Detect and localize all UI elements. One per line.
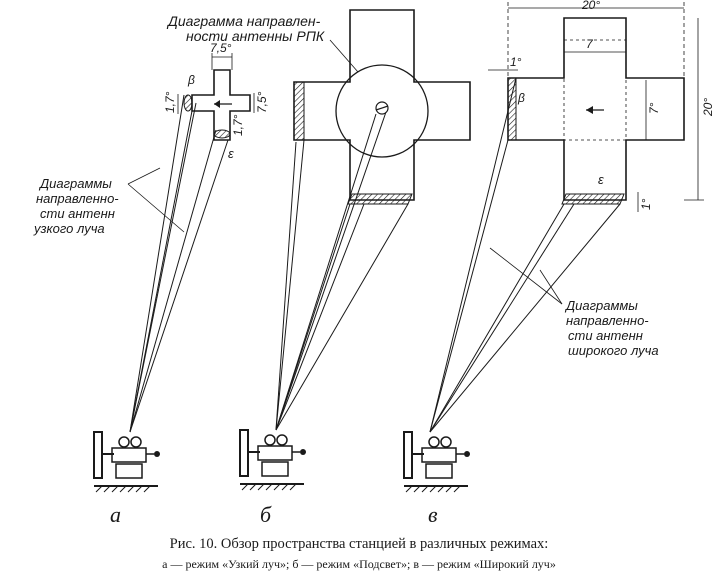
panel-label-a: а	[110, 502, 121, 527]
radar-station-v	[403, 431, 470, 493]
dim-right-height-v: 20°	[701, 98, 715, 117]
panel-label-v: в	[428, 502, 438, 527]
dim-top-width-v: 20°	[581, 0, 600, 12]
panel-a: 7,5° 7,5° 1,7° 1,7° β ε Диаграммы направ…	[33, 41, 269, 527]
dim-inner-height-v: 7°	[647, 102, 661, 114]
dim-bottom-gap-v: 1°	[639, 198, 653, 210]
beam-end-left-a	[183, 94, 193, 112]
narrow-beam-cross	[191, 69, 251, 141]
figure-caption-title: Рис. 10. Обзор пространства станцией в р…	[170, 536, 549, 552]
panel-label-b: б	[260, 502, 272, 527]
svg-text:направленно-: направленно-	[36, 191, 119, 206]
rpk-label: Диаграмма направлен- ности антенны РПК	[166, 13, 325, 44]
narrow-beam-label: Диаграммы направленно- сти антенн узкого…	[33, 176, 119, 236]
svg-text:направленно-: направленно-	[566, 313, 649, 328]
beam-end-left-v	[507, 77, 517, 141]
beams-b	[275, 111, 409, 431]
svg-text:Диаграмма направлен-: Диаграмма направлен-	[166, 13, 321, 29]
narrow-beams	[129, 94, 229, 433]
wide-beam-label: Диаграммы направленно- сти антенн широко…	[564, 298, 659, 358]
dim-inner-width-v: 7	[586, 37, 594, 51]
beta-a: β	[187, 73, 195, 87]
svg-text:сти антенн: сти антенн	[568, 328, 643, 343]
svg-text:сти антенн: сти антенн	[40, 206, 115, 221]
beam-end-bottom-a	[213, 129, 231, 139]
dim-left-gap-v: 1°	[510, 55, 522, 69]
panel-v: 20° 7 7° 20° 1° 1° β ε Диаграммы направл…	[403, 0, 715, 527]
svg-text:ности антенны РПК: ности антенны РПК	[186, 28, 325, 44]
rpk-pattern-circle	[335, 64, 429, 158]
wide-beams	[429, 77, 621, 433]
epsilon-a: ε	[228, 146, 234, 161]
dim-left-a: 1,7°	[163, 91, 177, 113]
figure-caption-legend: а — режим «Узкий луч»; б — режим «Подсве…	[162, 557, 556, 571]
dim-bottom-a: 1,7°	[231, 114, 245, 136]
beam-end-left-b	[293, 81, 305, 141]
svg-text:узкого луча: узкого луча	[33, 221, 105, 236]
svg-text:Диаграммы: Диаграммы	[564, 298, 638, 313]
radar-station-a	[93, 431, 160, 493]
svg-text:Диаграммы: Диаграммы	[38, 176, 112, 191]
dim-height-a: 7,5°	[255, 91, 269, 113]
radar-station-b	[239, 429, 306, 491]
svg-text:широкого луча: широкого луча	[568, 343, 659, 358]
panel-b: Диаграмма направлен- ности антенны РПК б	[166, 9, 471, 527]
beta-v: β	[517, 91, 525, 105]
epsilon-v: ε	[598, 172, 604, 187]
dim-width-a: 7,5°	[210, 41, 232, 55]
beam-end-bottom-v	[561, 193, 625, 205]
